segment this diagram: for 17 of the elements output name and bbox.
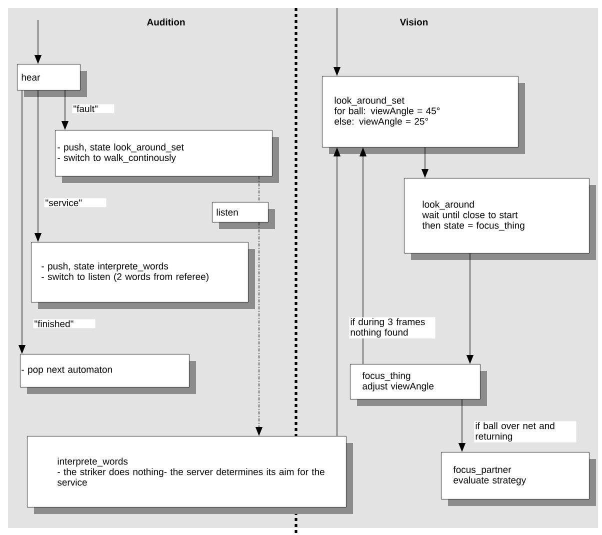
panel-heading: Audition	[146, 18, 185, 26]
state-box: - push, state look_around_set - switch to walk_continously	[55, 130, 279, 183]
state-box: focus_partner evaluate strategy	[441, 452, 596, 506]
state-box: look_around wait until close to start then state = focus_thing	[404, 178, 596, 260]
state-box: hear	[17, 64, 87, 97]
edge-label: if during 3 frames nothing found	[349, 317, 436, 339]
edge-label: "fault"	[72, 104, 114, 114]
panel-heading: Vision	[400, 18, 428, 26]
edge-label: "service"	[44, 198, 106, 208]
edge-label: "finished"	[33, 319, 96, 328]
state-box: interprete_words - the striker does nothing- the server determines its aim for the service	[27, 436, 353, 514]
state-box: look_around_set for ball: viewAngle = 45° else: viewAngle = 25°	[322, 76, 525, 154]
state-box: - push, state interprete_words - switch to listen (2 words from referee)	[31, 242, 255, 309]
edge-label: if ball over net and returning	[474, 421, 576, 443]
state-box: - pop next automaton	[20, 354, 196, 394]
state-box: focus_thing adjust viewAngle	[350, 364, 487, 406]
state-box: listen	[212, 202, 275, 229]
